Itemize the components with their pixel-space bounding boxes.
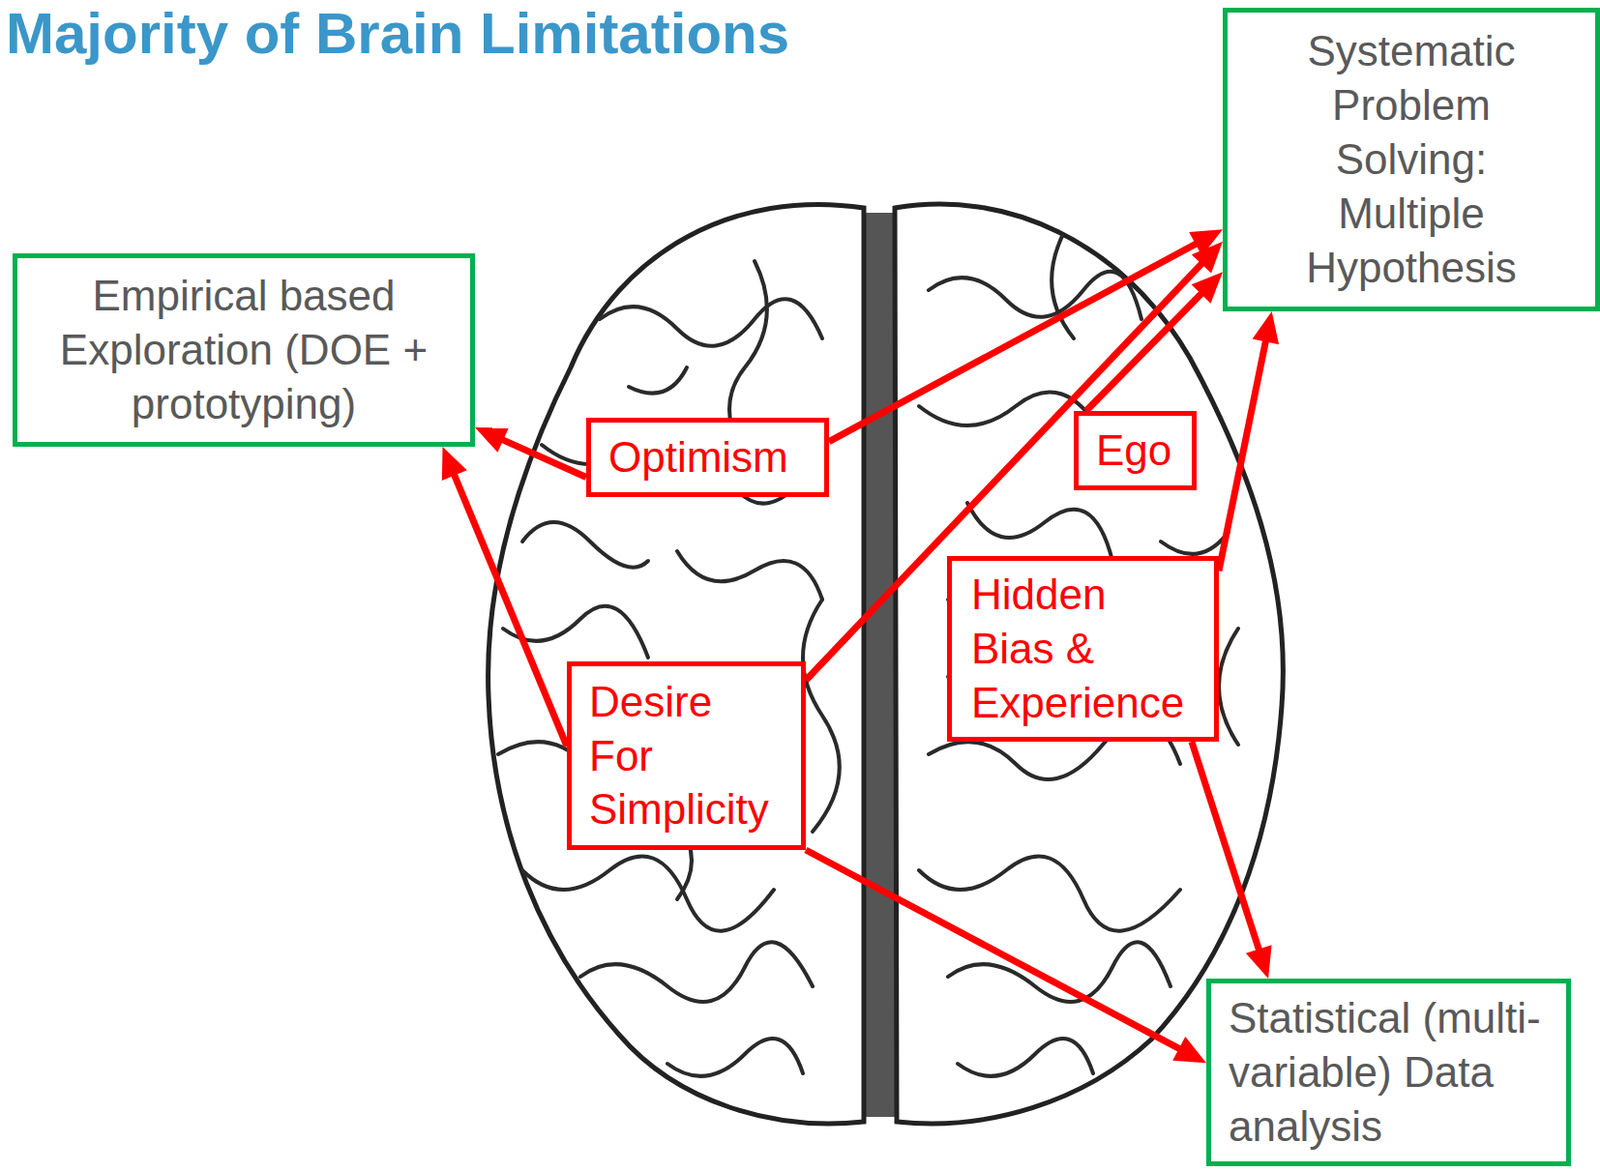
box-text: Hidden Bias & Experience (971, 567, 1195, 731)
arrow-connector (1086, 271, 1223, 412)
slide-title: Majority of Brain Limitations (5, 1, 790, 66)
box-text: Empirical based Exploration (DOE + proto… (29, 268, 459, 432)
arrow-head (1252, 311, 1279, 345)
box-text: Optimism (608, 430, 807, 485)
box-text: Desire For Simplicity (589, 675, 784, 838)
limitation-box: Hidden Bias & Experience (947, 556, 1219, 742)
left-gyri (498, 261, 840, 1077)
arrow-line (1218, 335, 1268, 571)
arrow-connector (829, 229, 1223, 442)
arrow-head (1191, 271, 1223, 304)
limitation-box: Ego (1073, 411, 1197, 491)
arrow-head (442, 446, 468, 481)
arrow-connector (1191, 741, 1273, 979)
box-text: Systematic Problem Solving: Multiple Hyp… (1290, 24, 1533, 295)
arrow-connector (442, 446, 567, 747)
arrow-head (1191, 241, 1223, 274)
remedy-box: Empirical based Exploration (DOE + proto… (12, 253, 475, 447)
remedy-box: Systematic Problem Solving: Multiple Hyp… (1222, 7, 1600, 312)
limitation-box: Optimism (586, 417, 830, 498)
arrow-connector (474, 427, 587, 478)
box-text: Ego (1096, 423, 1175, 478)
arrow-connector (1218, 311, 1279, 571)
arrow-line (1086, 290, 1206, 412)
arrow-connector (805, 850, 1207, 1064)
arrow-line (498, 438, 587, 478)
limitation-box: Desire For Simplicity (566, 661, 806, 851)
box-text: Statistical (multi-variable) Data analys… (1228, 991, 1549, 1155)
arrow-head (1245, 945, 1273, 979)
left-hemisphere (488, 204, 864, 1124)
remedy-box: Statistical (multi-variable) Data analys… (1206, 978, 1571, 1167)
arrow-head (474, 427, 509, 453)
right-gyri (918, 232, 1239, 1077)
arrow-line (805, 850, 1185, 1052)
arrow-head (1172, 1037, 1207, 1064)
arrow-line (1191, 741, 1261, 955)
arrow-line (452, 470, 567, 747)
